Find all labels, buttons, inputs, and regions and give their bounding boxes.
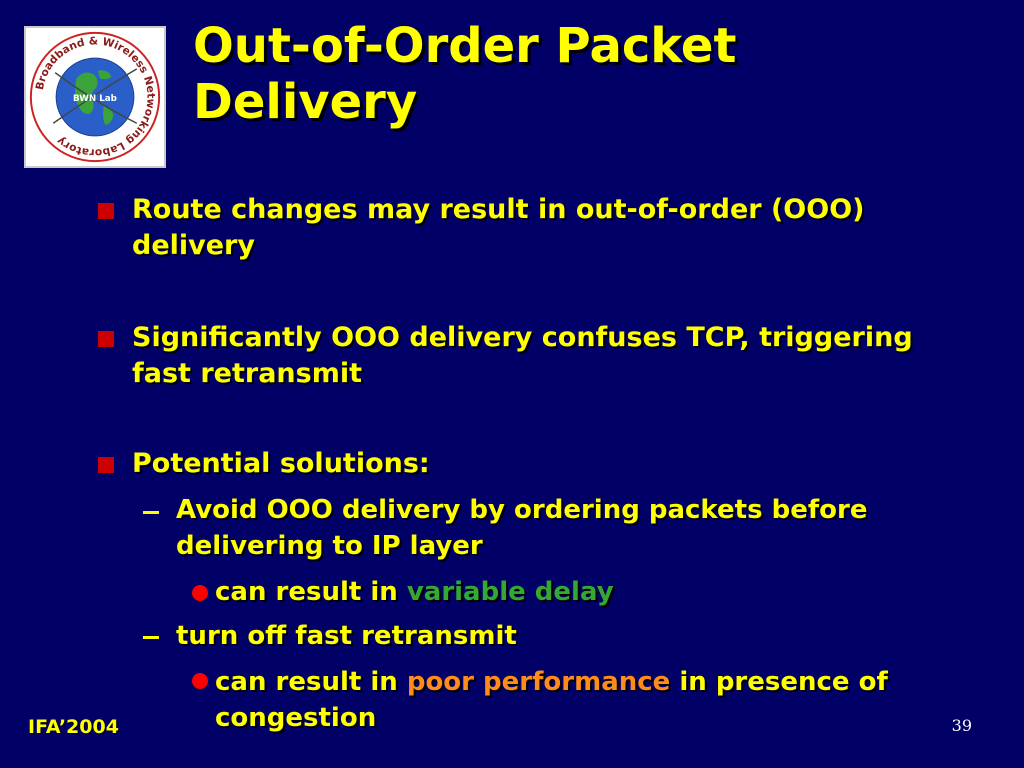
globe-logo-icon: Broadband & Wireless Networking Laborato… xyxy=(29,31,161,163)
bwn-lab-logo: Broadband & Wireless Networking Laborato… xyxy=(24,26,166,168)
subsubbullet-variable-delay: can result in variable delay xyxy=(215,577,614,607)
slide-title: Out-of-Order Packet Delivery xyxy=(193,18,993,130)
bullet-ooo-confuses-tcp: Significantly OOO delivery confuses TCP,… xyxy=(132,322,913,389)
title-line-1: Out-of-Order Packet xyxy=(193,18,737,74)
subbullet-avoid-ooo: Avoid OOO delivery by ordering packets b… xyxy=(176,495,868,561)
title-line-2: Delivery xyxy=(193,74,418,130)
footer-label: IFA’2004 xyxy=(28,716,119,738)
logo-center-text: BWN Lab xyxy=(73,94,117,104)
highlight-variable-delay: variable delay xyxy=(406,577,614,607)
bullet-potential-solutions: Potential solutions: xyxy=(132,448,430,479)
dash-bullet-icon xyxy=(143,636,159,639)
highlight-poor-performance: poor performance xyxy=(406,667,671,697)
dot-bullet-icon xyxy=(192,673,208,689)
subbullet-turn-off-fast-retransmit: turn off fast retransmit xyxy=(176,621,517,651)
square-bullet-icon xyxy=(98,331,114,347)
bullet-route-changes: Route changes may result in out-of-order… xyxy=(132,194,865,261)
dot-bullet-icon xyxy=(192,585,208,601)
square-bullet-icon xyxy=(98,457,114,473)
page-number: 39 xyxy=(951,716,972,735)
subsubbullet-poor-performance: can result in poor performance in presen… xyxy=(215,667,888,733)
square-bullet-icon xyxy=(98,203,114,219)
dash-bullet-icon xyxy=(143,511,159,514)
